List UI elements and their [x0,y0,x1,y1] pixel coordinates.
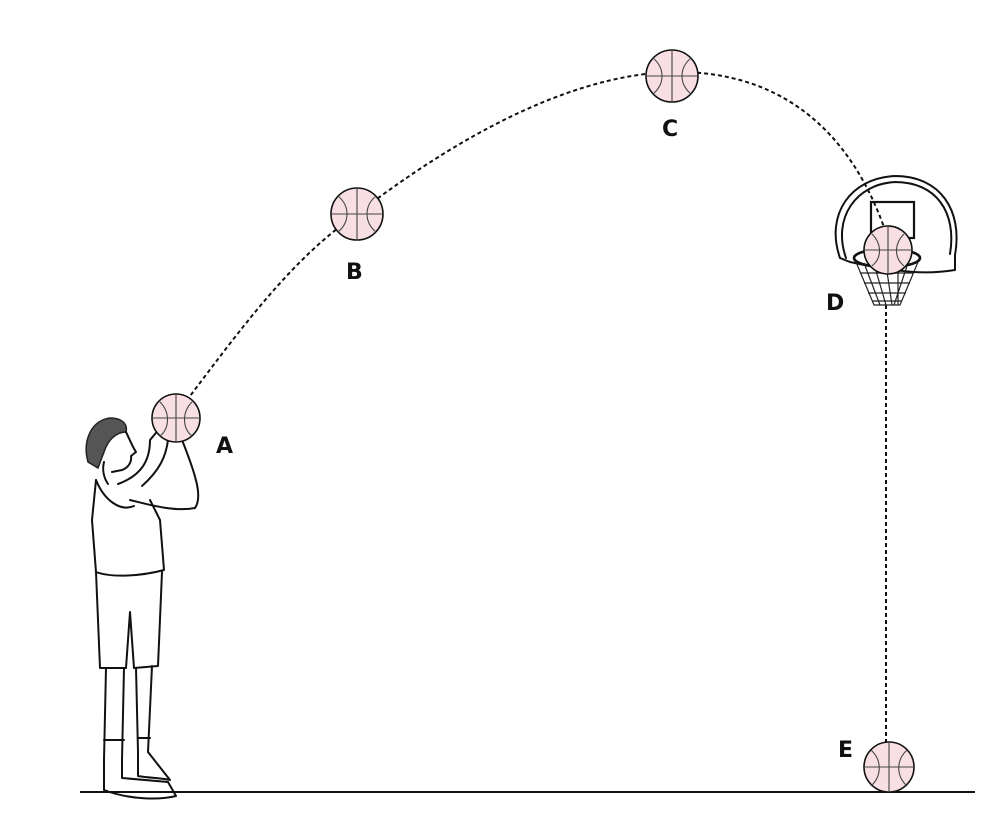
ball-E [863,741,915,793]
backboard [834,175,958,274]
label-C: C [662,117,678,142]
player-hair [85,417,128,470]
label-B: B [346,260,363,285]
ball-D [863,225,913,275]
label-E: E [838,738,853,763]
ball-C [645,49,699,103]
label-D: D [826,291,844,316]
basketball-player-icon [85,417,200,800]
label-A: A [216,434,233,459]
ball-A [151,393,201,443]
ball-trajectory [177,70,886,413]
ball-B [330,187,384,241]
